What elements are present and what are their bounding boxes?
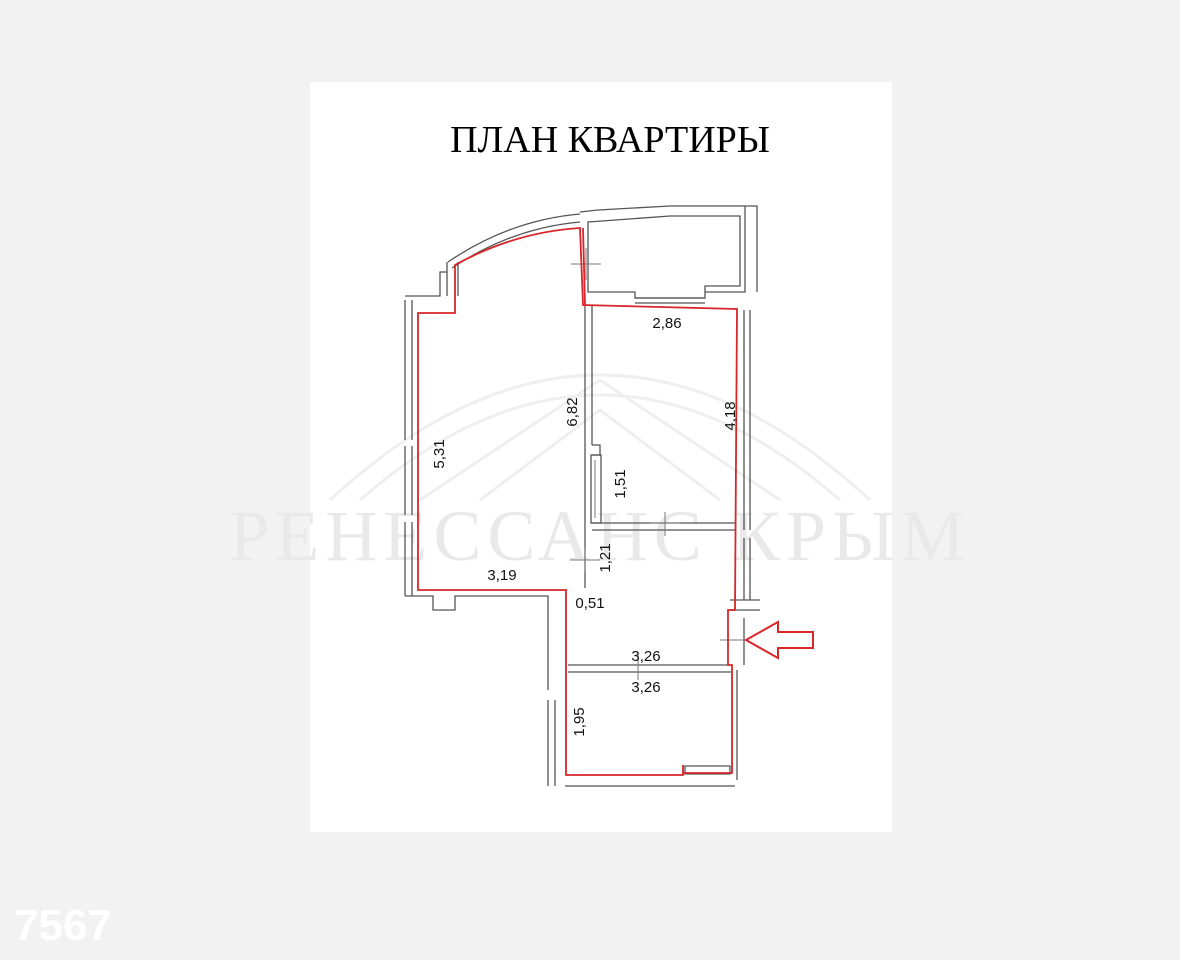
dim-kitchen-width: 2,86 bbox=[652, 315, 681, 332]
dim-bath-width: 3,26 bbox=[631, 679, 660, 696]
dim-hall-length: 1,21 bbox=[597, 543, 614, 572]
dim-kitchen-length: 4,18 bbox=[722, 401, 739, 430]
entrance-arrow-icon bbox=[743, 620, 814, 660]
dim-partition-length: 6,82 bbox=[564, 397, 581, 426]
watermark-text: РЕНЕССАНС КРЫМ bbox=[229, 496, 970, 576]
watermark: РЕНЕССАНС КРЫМ bbox=[229, 373, 970, 576]
plan-title: ПЛАН КВАРТИРЫ bbox=[450, 119, 770, 161]
dim-closet-length: 1,51 bbox=[612, 469, 629, 498]
dim-bath-length: 1,95 bbox=[571, 707, 588, 736]
dim-niche-width: 0,51 bbox=[575, 595, 604, 612]
dim-living-length: 5,31 bbox=[431, 439, 448, 468]
corner-mark: 7567 bbox=[14, 901, 112, 950]
wall-lines bbox=[404, 205, 760, 787]
apartment-outline bbox=[417, 227, 738, 776]
dim-living-width: 3,19 bbox=[487, 567, 516, 584]
dim-hall-width: 3,26 bbox=[631, 648, 660, 665]
